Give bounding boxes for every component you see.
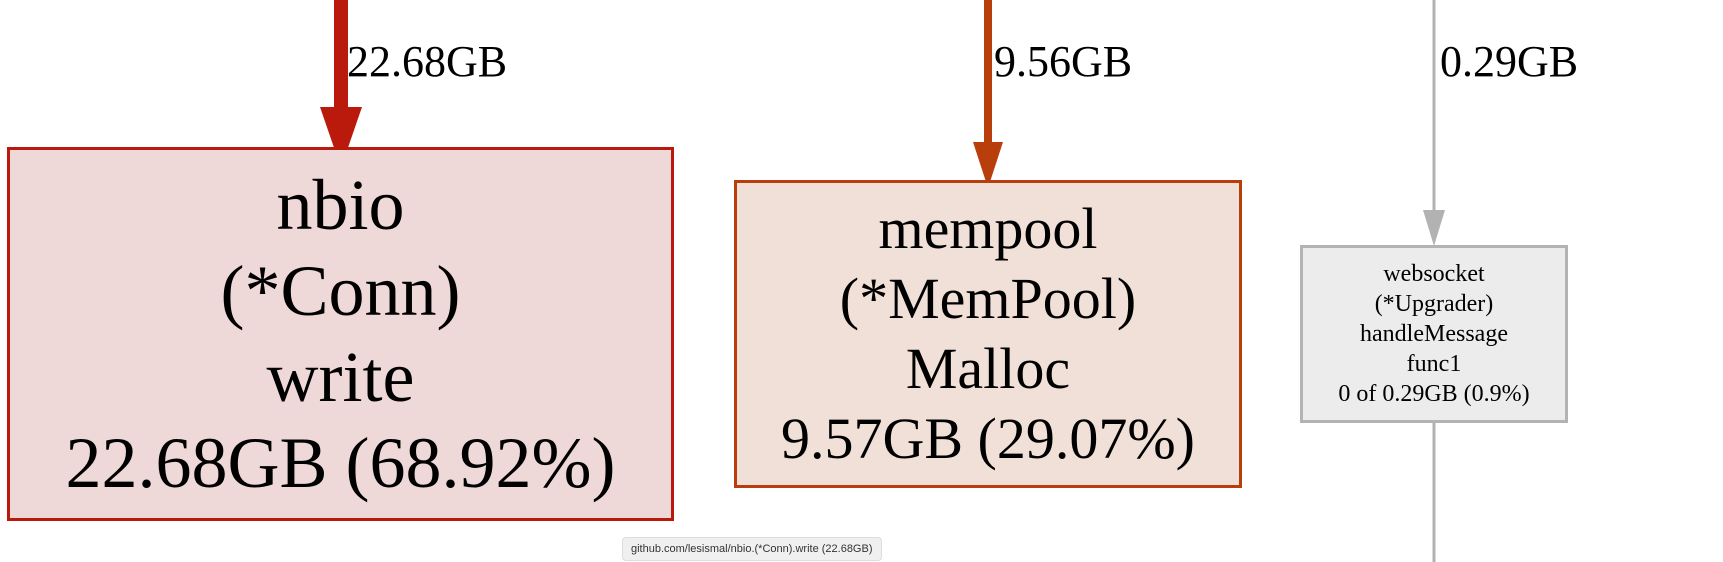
edge-label-nbio: 22.68GB — [347, 37, 508, 86]
edge-arrowhead-to-mempool — [973, 142, 1003, 188]
hover-tooltip: github.com/lesismal/nbio.(*Conn).write (… — [622, 537, 882, 561]
node-websocket-receiver: (*Upgrader) — [1374, 291, 1494, 317]
node-websocket-value: 0 of 0.29GB (0.9%) — [1338, 381, 1530, 407]
node-websocket-function: handleMessage — [1360, 321, 1508, 347]
node-mempool-receiver: (*MemPool) — [839, 266, 1137, 331]
node-nbio-package: nbio — [276, 165, 405, 245]
edge-arrowhead-to-websocket — [1423, 210, 1445, 246]
node-mempool-function: Malloc — [905, 336, 1071, 401]
node-mempool-value: 9.57GB (29.07%) — [780, 406, 1195, 471]
node-nbio-conn-write[interactable]: nbio (*Conn) write 22.68GB (68.92%) — [7, 147, 674, 521]
edge-label-websocket: 0.29GB — [1440, 37, 1579, 86]
node-websocket-package: websocket — [1383, 261, 1485, 287]
edge-arrowhead-to-nbio — [320, 107, 362, 168]
node-nbio-value: 22.68GB (68.92%) — [65, 423, 616, 503]
node-websocket-closure: func1 — [1406, 351, 1462, 377]
node-nbio-receiver: (*Conn) — [220, 251, 461, 331]
node-nbio-function: write — [266, 337, 415, 417]
node-mempool-malloc[interactable]: mempool (*MemPool) Malloc 9.57GB (29.07%… — [734, 180, 1242, 488]
edge-label-mempool: 9.56GB — [994, 37, 1133, 86]
node-mempool-package: mempool — [878, 196, 1098, 261]
node-websocket-handlemessage[interactable]: websocket (*Upgrader) handleMessage func… — [1300, 245, 1568, 423]
